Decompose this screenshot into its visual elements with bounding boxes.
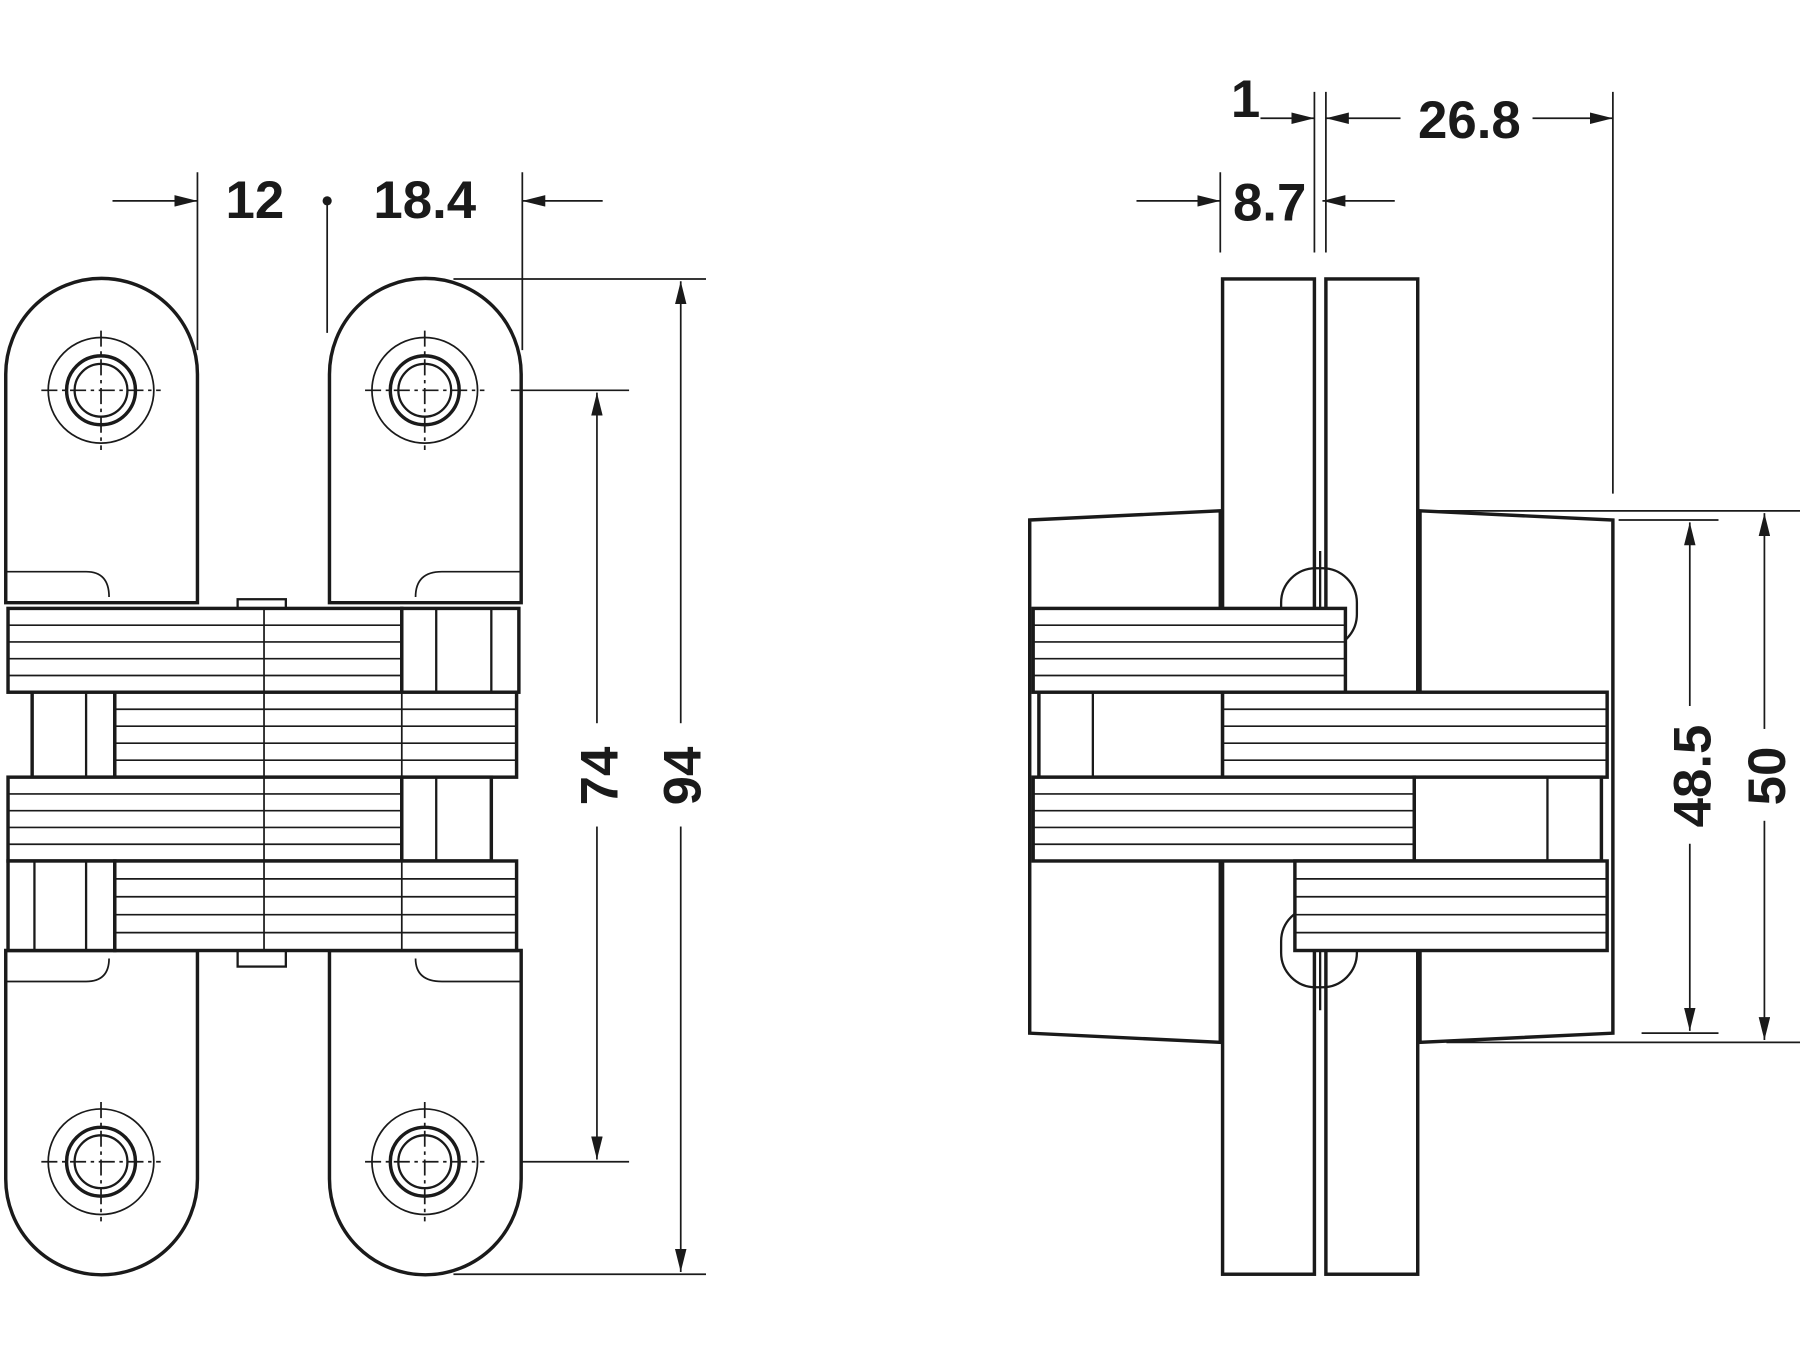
dim-left-width: 12 [225,171,284,230]
dim-depth: 26.8 [1418,91,1521,150]
side-dimensions: 1 26.8 8.7 48.5 50 [1136,70,1800,1044]
dim-right-width: 18.4 [373,171,476,230]
front-view [4,276,523,1277]
dim-body-height: 48.5 [1663,725,1722,828]
hole-centerline [365,1102,485,1222]
dim-hole-spacing: 74 [571,746,630,805]
side-bar [1031,775,1417,863]
side-view [1027,277,1615,1276]
body-bar [113,690,519,779]
body-bar [6,775,404,863]
body-bar [113,859,519,953]
pin-block [400,606,521,694]
hole-centerline [365,330,485,451]
dim-plate-thickness: 8.7 [1233,173,1306,232]
pin-block [400,775,494,863]
side-bar [1031,606,1348,694]
dim-body-total: 50 [1738,747,1797,806]
body-bar [6,606,404,694]
side-bar [1220,690,1609,779]
dim-gap: 1 [1231,70,1260,129]
hole-centerline [41,330,161,451]
pin-block [1412,775,1604,863]
front-dimensions: 12 18.4 74 94 [112,171,712,1276]
pin-block [6,859,117,953]
hinge-body [6,606,521,953]
hole-centerline [41,1102,161,1222]
side-bar [1293,859,1609,953]
pin-block [1037,690,1225,779]
pin-block [30,690,117,779]
dim-total-height: 94 [653,746,712,805]
screw-holes [41,330,485,1222]
side-hinge-body [1031,606,1609,953]
